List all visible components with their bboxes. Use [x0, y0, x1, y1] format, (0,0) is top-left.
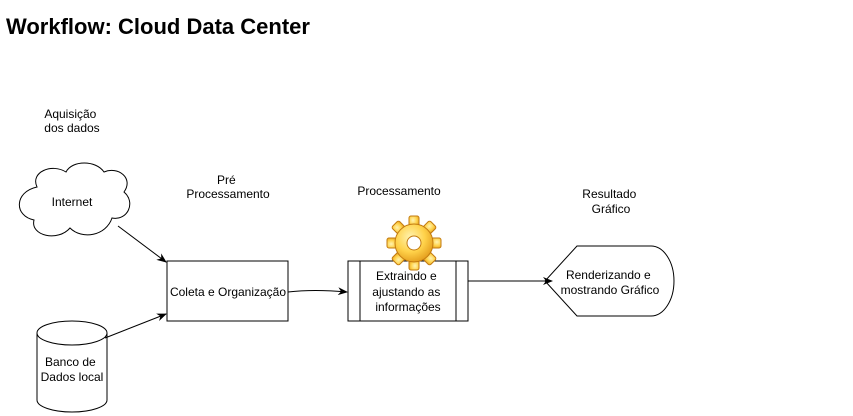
extract-label: Extraindo e ajustando as informações: [372, 269, 443, 314]
edge-collect-to-extract: [287, 287, 348, 296]
stage-label-processing: Processamento: [357, 184, 441, 198]
edge-database-to-collect: [104, 313, 167, 339]
collect-label: Coleta e Organização: [170, 285, 286, 299]
render-display-shape: Renderizando e mostrando Gráfico: [544, 245, 675, 317]
database-cylinder: Banco de Dados local: [36, 320, 108, 413]
stage-label-preprocessing: Pré Processamento: [186, 173, 270, 201]
internet-cloud: Internet: [18, 162, 131, 237]
gear-icon: [386, 215, 442, 271]
render-label: Renderizando e mostrando Gráfico: [561, 268, 660, 297]
edge-internet-to-collect: [117, 225, 167, 263]
stage-label-acquisition: Aquisição dos dados: [44, 107, 99, 135]
connectors: [104, 225, 553, 339]
database-label: Banco de Dados local: [41, 355, 104, 384]
extract-process-box: Extraindo e ajustando as informações: [347, 260, 469, 322]
internet-label: Internet: [52, 195, 93, 209]
page-title: Workflow: Cloud Data Center: [6, 14, 310, 39]
stage-label-result: Resultado Gráfico: [582, 187, 639, 216]
collect-process-box: Coleta e Organização: [166, 260, 289, 322]
